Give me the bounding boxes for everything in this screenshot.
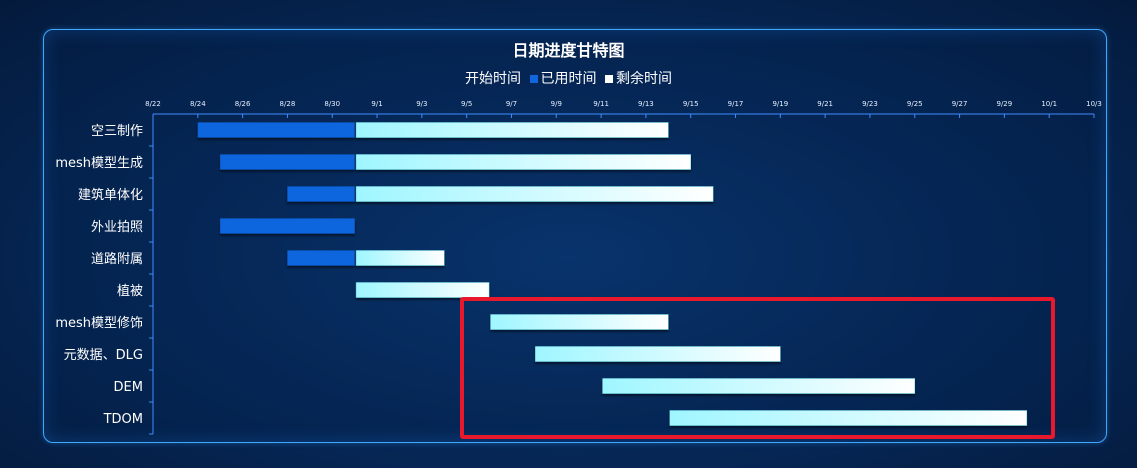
- chart-panel: [43, 29, 1107, 443]
- bar-remaining: [355, 250, 445, 266]
- x-tick-label: 9/9: [551, 100, 562, 108]
- bar-remaining: [602, 378, 916, 394]
- bar-remaining: [490, 314, 669, 330]
- bar-remaining: [535, 346, 781, 362]
- x-tick-label: 9/15: [683, 100, 699, 108]
- x-tick-label: 9/25: [907, 100, 923, 108]
- x-tick-label: 9/1: [371, 100, 382, 108]
- bar-remaining: [355, 186, 714, 202]
- x-tick-label: 9/17: [728, 100, 744, 108]
- legend-item-remain: 剩余时间: [615, 71, 672, 87]
- legend-item-used: 已用时间: [540, 71, 597, 87]
- highlight-box: [460, 297, 1055, 439]
- y-tick-label: 空三制作: [91, 124, 143, 139]
- legend-swatch-used: [529, 75, 538, 83]
- legend-swatch-remain: [604, 75, 613, 83]
- x-tick-label: 9/13: [638, 100, 654, 108]
- y-tick-label: DEM: [114, 380, 143, 395]
- x-tick-label: 10/3: [1086, 100, 1102, 108]
- y-tick-label: 道路附属: [91, 251, 143, 267]
- x-tick-label: 9/7: [506, 100, 517, 108]
- bar-used: [219, 154, 355, 170]
- x-tick-label: 9/23: [862, 100, 878, 108]
- x-tick-label: 9/21: [817, 100, 833, 108]
- y-tick-label: TDOM: [103, 412, 143, 427]
- chart-axes: 8/22 8/24 8/26 8/28 8/30 9/1 9/3 9/5 9/7 9/9 9/11 9…: [55, 100, 1102, 435]
- y-tick-label: mesh模型生成: [55, 156, 143, 171]
- bar-remaining: [669, 410, 1028, 426]
- x-tick-label: 10/1: [1041, 100, 1057, 108]
- chart-legend: 开始时间 已用时间 剩余时间: [0, 68, 1137, 88]
- chart-title: 日期进度甘特图: [512, 41, 625, 60]
- bar-remaining: [355, 154, 691, 170]
- x-tick-label: 8/24: [190, 100, 206, 108]
- y-tick-label: mesh模型修饰: [55, 316, 143, 331]
- x-tick-label: 8/22: [145, 100, 161, 108]
- legend-item-start: 开始时间: [465, 71, 522, 87]
- x-tick-label: 9/11: [593, 100, 609, 108]
- x-tick-label: 9/19: [772, 100, 788, 108]
- bar-used: [219, 218, 355, 234]
- y-tick-label: 元数据、DLG: [64, 348, 143, 363]
- x-tick-label: 8/30: [324, 100, 340, 108]
- x-tick-label: 9/29: [997, 100, 1013, 108]
- bar-used: [287, 250, 355, 266]
- bar-remaining: [355, 122, 669, 138]
- bar-remaining: [355, 282, 490, 298]
- x-tick-label: 9/3: [416, 100, 427, 108]
- bar-used: [287, 186, 355, 202]
- chart-bars: [197, 122, 1028, 426]
- x-tick-label: 8/28: [280, 100, 296, 108]
- y-tick-label: 建筑单体化: [78, 187, 143, 203]
- x-tick-label: 8/26: [235, 100, 251, 108]
- bar-used: [197, 122, 355, 138]
- x-tick-label: 9/27: [952, 100, 968, 108]
- y-tick-label: 植被: [117, 284, 143, 299]
- x-tick-label: 9/5: [461, 100, 472, 108]
- y-tick-label: 外业拍照: [91, 220, 143, 235]
